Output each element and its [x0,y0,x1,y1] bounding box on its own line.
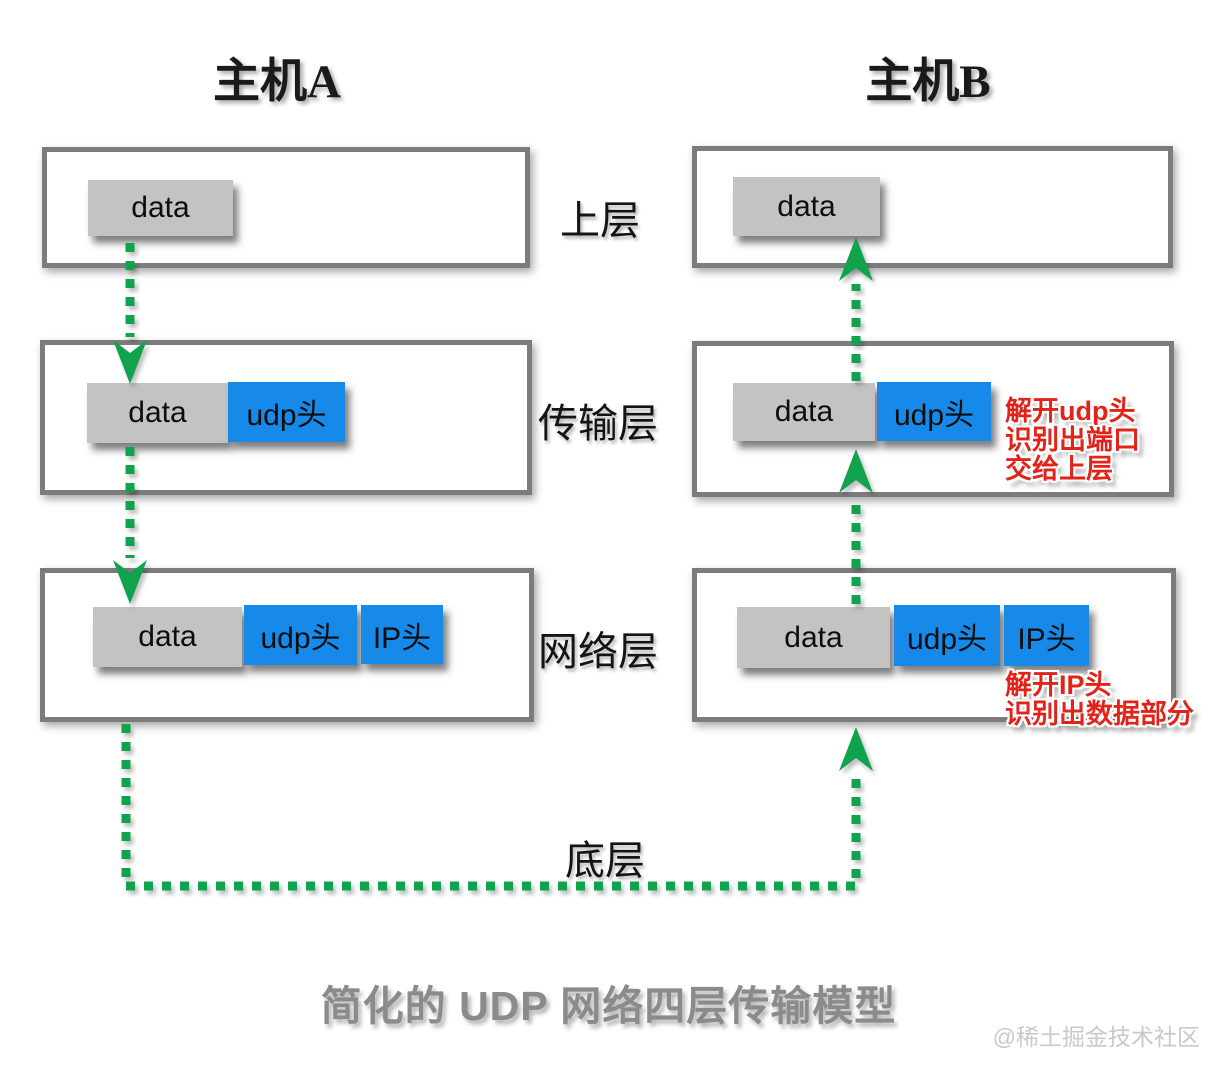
network-layer-label: 网络层 [538,629,658,674]
host-b-network-layer-box: data udp头 IP头 [692,568,1176,722]
ip-header-block: IP头 [1004,605,1089,666]
upper-layer-label: 上层 [560,198,640,243]
data-block: data [93,607,242,667]
diagram-caption: 简化的 UDP 网络四层传输模型 [320,983,897,1029]
host-b-title: 主机B [865,56,991,108]
bottom-layer-label: 底层 [565,838,645,883]
annotation-line: 解开udp头 [1005,396,1136,426]
annotation-line: 识别出端口 [1005,425,1140,455]
data-block: data [733,383,875,441]
annotation-line: 解开IP头 [1005,670,1112,700]
annotation-line: 识别出数据部分 [1005,699,1194,729]
udp-header-block: udp头 [244,605,357,665]
transport-layer-label: 传输层 [538,401,658,446]
host-a-upper-layer-box: data [42,147,530,268]
data-block: data [87,383,228,443]
data-block: data [88,180,233,236]
host-b-upper-layer-box: data [692,146,1173,268]
host-b-transport-layer-box: data udp头 [692,341,1174,497]
network-annotation: 解开IP头 识别出数据部分 [1005,671,1194,729]
udp-header-block: udp头 [894,605,1000,666]
bottom-path-arrow [121,724,873,891]
data-block: data [737,607,890,668]
host-a-transport-layer-box: data udp头 [40,340,532,495]
data-block: data [733,177,880,236]
transport-annotation: 解开udp头 识别出端口 交给上层 [1005,397,1140,484]
watermark: @稀土掘金技术社区 [992,1024,1200,1050]
udp-header-block: udp头 [877,382,991,441]
ip-header-block: IP头 [361,605,443,664]
annotation-line: 交给上层 [1005,454,1113,484]
udp-header-block: udp头 [228,382,345,442]
host-a-title: 主机A [213,56,341,108]
host-a-network-layer-box: data udp头 IP头 [40,568,534,722]
